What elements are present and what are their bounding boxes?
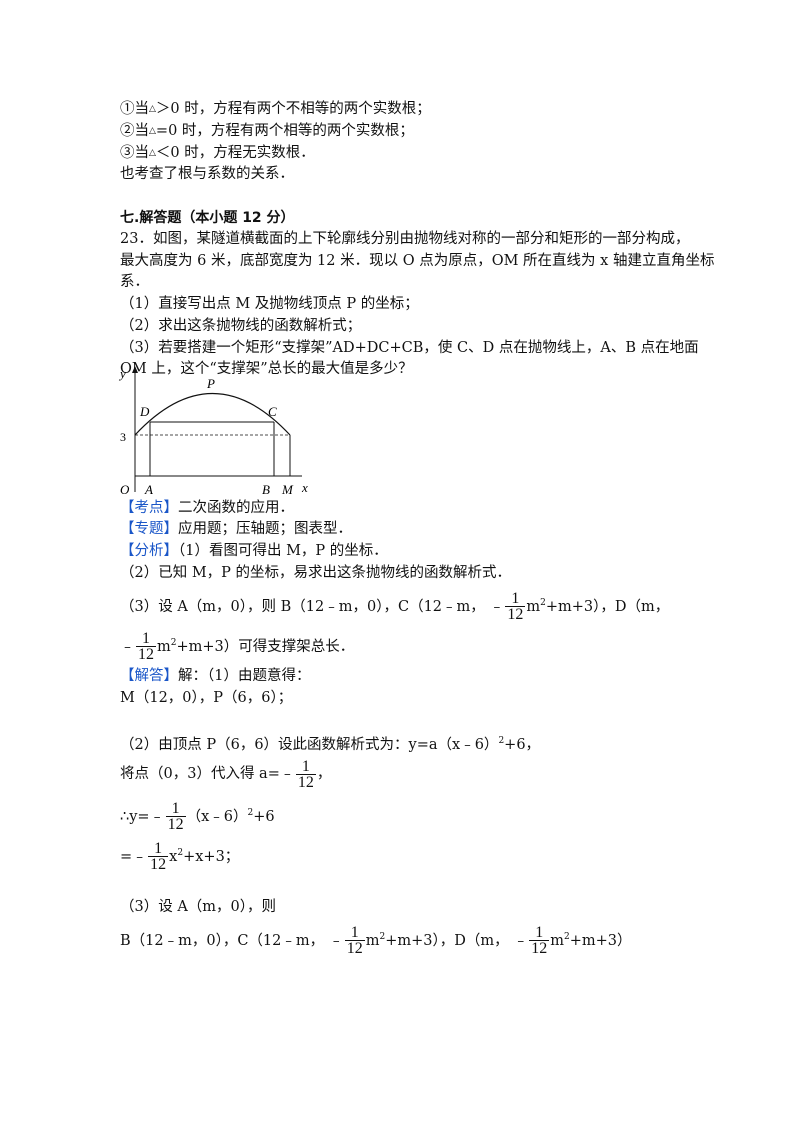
text-line: 也考查了根与系数的关系． xyxy=(120,166,294,182)
label-d: D xyxy=(139,404,150,419)
zhuanti-line: 【专题】应用题；压轴题；图表型． xyxy=(120,521,352,537)
solution-text: （3）设 A（m，0），则 xyxy=(120,899,277,915)
label-m: M xyxy=(281,482,294,497)
section-heading: 七.解答题（本小题 12 分） xyxy=(120,210,295,226)
kaodian-line: 【考点】二次函数的应用． xyxy=(120,500,294,516)
text-line: ①当△＞0 时，方程有两个不相等的两个实数根； xyxy=(120,101,431,117)
label-x: x xyxy=(301,480,308,495)
text-line: ③当△＜0 时，方程无实数根． xyxy=(120,145,315,161)
question-text: 最大高度为 6 米，底部宽度为 12 米．现以 O 点为原点，OM 所在直线为 … xyxy=(120,253,715,269)
label-y: y xyxy=(118,366,126,381)
label-p: P xyxy=(206,376,215,391)
parabola-arc xyxy=(134,393,291,436)
solution-text: M（12，0），P（6，6）； xyxy=(120,690,293,706)
label-o: O xyxy=(120,482,130,497)
tag-fenxi: 【分析】 xyxy=(120,543,178,559)
y-axis-arrow xyxy=(132,366,138,373)
question-text: 23．如图，某隧道横截面的上下轮廓线分别由抛物线对称的一部分和矩形的一部分构成， xyxy=(120,231,690,247)
fenxi-line: 【分析】（1）看图可得出 M，P 的坐标． xyxy=(120,543,388,559)
text-line: ②当△=0 时，方程有两个相等的两个实数根； xyxy=(120,123,414,139)
jieda-line: 【解答】解：（1）由题意得： xyxy=(120,668,311,684)
question-text: （2）求出这条抛物线的函数解析式； xyxy=(120,318,362,334)
question-text: 系． xyxy=(120,274,149,290)
question-text: （1）直接写出点 M 及抛物线顶点 P 的坐标； xyxy=(120,296,419,312)
label-b: B xyxy=(262,482,270,497)
tag-zhuanti: 【专题】 xyxy=(120,521,178,537)
tag-kaodian: 【考点】 xyxy=(120,500,178,516)
label-c: C xyxy=(268,404,277,419)
tunnel-figure: y P D C 3 O A B M x xyxy=(118,366,308,497)
analysis-text: （2）已知 M，P 的坐标，易求出这条抛物线的函数解析式． xyxy=(120,565,512,581)
question-text: （3）若要搭建一个矩形“支撑架”AD+DC+CB，使 C、D 点在抛物线上，A、… xyxy=(120,340,699,356)
solution-text: （2）由顶点 P（6，6）设此函数解析式为：y=a（x﹣6）2+6， xyxy=(120,736,541,753)
tag-jieda: 【解答】 xyxy=(120,668,178,684)
label-a: A xyxy=(144,482,153,497)
label-3: 3 xyxy=(120,430,126,444)
question-text: OM 上，这个“支撑架”总长的最大值是多少？ xyxy=(120,361,413,377)
